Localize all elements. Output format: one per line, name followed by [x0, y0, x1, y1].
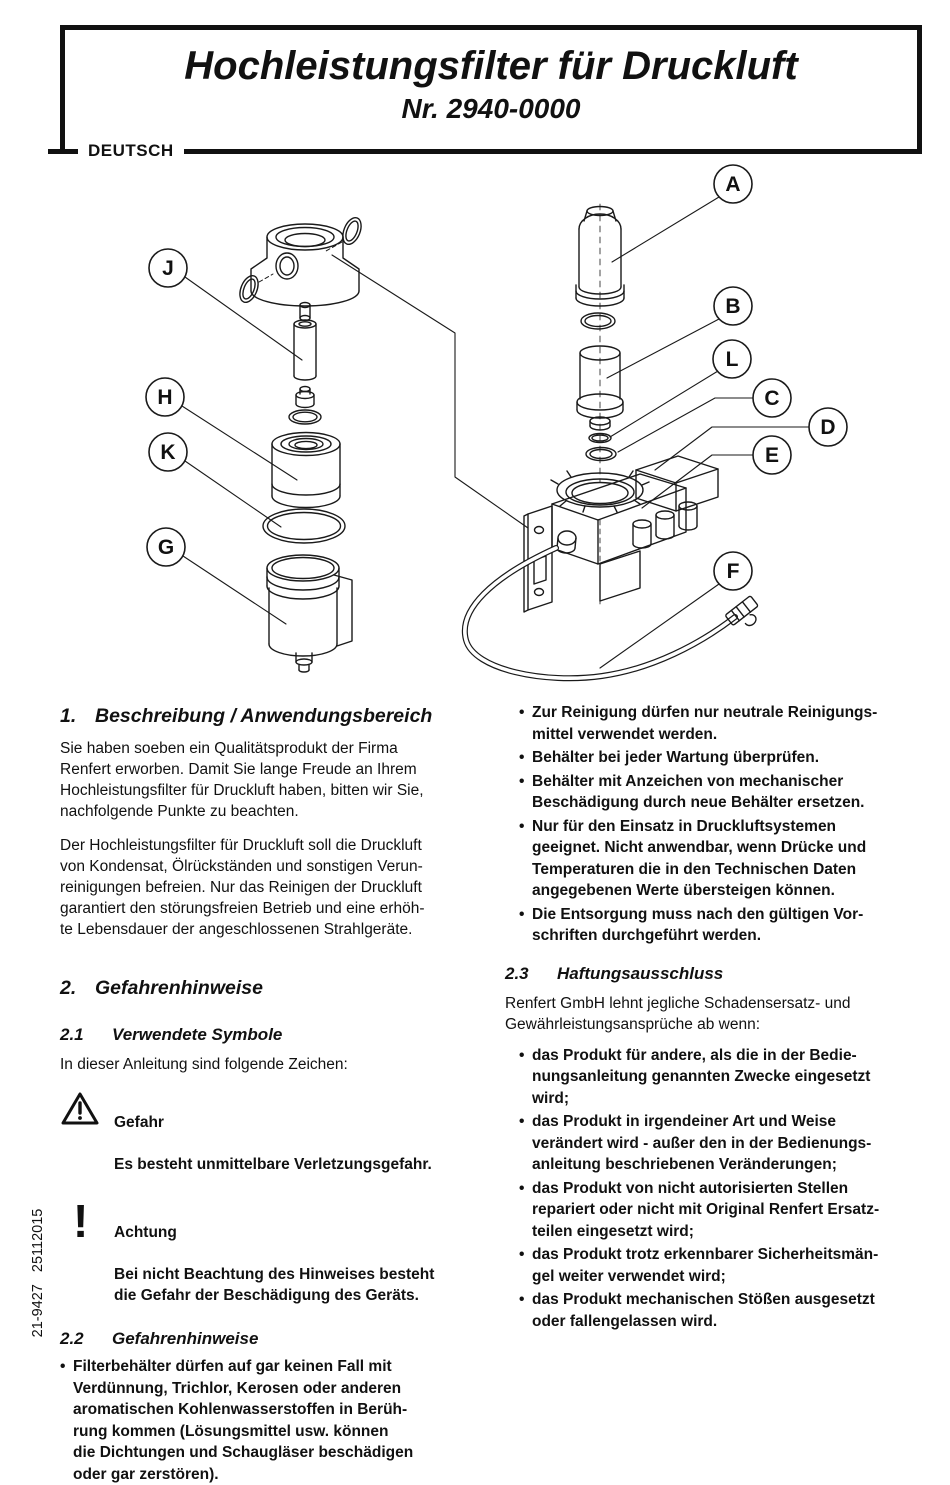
caution-title: Achtung — [114, 1224, 177, 1241]
caution-note-text: Achtung Bei nicht Beachtung des Hinweise… — [114, 1201, 434, 1306]
print-reference-code: 21-9427 25112015 — [30, 1208, 46, 1338]
list-item: das Produkt in irgendeiner Art und Weise… — [519, 1111, 937, 1176]
section-2-title: Gefahrenhinweise — [95, 977, 263, 999]
list-item: das Produkt von nicht autorisierten Stel… — [519, 1178, 937, 1243]
section-2-heading: 2. Gefahrenhinweise — [60, 976, 486, 1000]
document-title: Hochleistungsfilter für Druckluft — [184, 44, 798, 88]
callout-letter-a: A — [725, 173, 740, 196]
section-2-1-number: 2.1 — [60, 1025, 84, 1044]
callout-letter-g: G — [158, 536, 174, 559]
section-2-3-bullet-list: das Produkt für andere, als die in der B… — [519, 1045, 937, 1333]
right-column: Zur Reinigung dürfen nur neutrale Reinig… — [505, 700, 937, 1332]
cartridge-a — [575, 205, 625, 307]
section-2-1-heading: 2.1 Verwendete Symbole — [60, 1024, 486, 1046]
section-2-2-bullet-list: Filterbehälter dürfen auf gar keinen Fal… — [60, 1356, 486, 1485]
section-2-number: 2. — [60, 977, 77, 999]
list-item: Nur für den Einsatz in Druckluftsystemen… — [519, 816, 937, 902]
callout-letter-j: J — [162, 257, 174, 280]
danger-note-text: Gefahr Es besteht unmittelbare Verletzun… — [114, 1091, 432, 1175]
safety-notes-bullet-list: Zur Reinigung dürfen nur neutrale Reinig… — [519, 702, 937, 947]
collar-nut — [550, 470, 650, 513]
cartridge-b — [576, 345, 624, 431]
small-o-ring — [288, 409, 322, 425]
list-item: das Produkt mechanischen Stößen ausgeset… — [519, 1289, 937, 1332]
callout-letter-c: C — [764, 387, 779, 410]
callout-letter-e: E — [765, 444, 779, 467]
caution-note: ! Achtung Bei nicht Beachtung des Hinwei… — [60, 1195, 486, 1306]
callout-letter-l: L — [726, 348, 739, 371]
danger-title: Gefahr — [114, 1114, 164, 1131]
callout-letters: J H K G A B L C D E F — [157, 173, 835, 583]
section-1-number: 1. — [60, 705, 77, 727]
language-label: DEUTSCH — [78, 138, 184, 164]
callout-letter-h: H — [157, 386, 172, 409]
seal-ring-l — [588, 432, 612, 444]
section-2-3-title: Haftungsausschluss — [557, 963, 724, 983]
valve-piece — [295, 385, 315, 409]
hose-end-fitting — [725, 595, 759, 627]
section-2-3-number: 2.3 — [505, 963, 529, 983]
list-item: das Produkt für andere, als die in der B… — [519, 1045, 937, 1110]
callout-circles — [145, 164, 848, 591]
danger-note: Gefahr Es besteht unmittelbare Verletzun… — [60, 1091, 486, 1175]
exploded-view-diagram: J H K G A B L C D E F — [145, 164, 848, 682]
list-item: Filterbehälter dürfen auf gar keinen Fal… — [60, 1356, 486, 1485]
filter-bowl — [266, 554, 353, 673]
section-2-2-title: Gefahrenhinweise — [112, 1329, 259, 1348]
riser-tube — [293, 319, 317, 381]
section-1-title: Beschreibung / Anwendungsbereich — [95, 705, 433, 727]
callout-letter-f: F — [727, 560, 740, 583]
title-box: Hochleistungsfilter für Druckluft Nr. 29… — [60, 25, 922, 154]
callout-letter-b: B — [725, 295, 740, 318]
section-2-2-number: 2.2 — [60, 1329, 84, 1348]
section-2-1-intro: In dieser Anleitung sind folgende Zeiche… — [60, 1056, 348, 1073]
section-1-paragraph-2: Der Hochleistungsfilter für Druckluft so… — [60, 837, 425, 938]
section-2-3-heading: 2.3 Haftungsausschluss — [505, 963, 937, 985]
section-2-2-heading: 2.2 Gefahrenhinweise — [60, 1328, 486, 1350]
inlet-fitting — [556, 530, 577, 554]
manifold-block — [551, 455, 719, 605]
list-item: Die Entsorgung muss nach den gültigen Vo… — [519, 904, 937, 947]
callout-leaders — [181, 196, 810, 669]
caution-body: Bei nicht Beachtung des Hinweises besteh… — [114, 1266, 435, 1304]
list-item: das Produkt trotz erkennbarer Sicherheit… — [519, 1244, 937, 1287]
section-1-paragraph-1: Sie haben soeben ein Qualitätsprodukt de… — [60, 740, 424, 820]
filter-cartridge — [271, 431, 341, 509]
exclamation-icon: ! — [73, 1195, 89, 1247]
section-1-heading: 1. Beschreibung / Anwendungsbereich — [60, 704, 486, 728]
document-number: Nr. 2940-0000 — [401, 93, 581, 124]
air-hose — [461, 545, 738, 682]
bowl-o-ring — [262, 508, 346, 544]
assembly-position-leader — [331, 254, 529, 529]
title-box-bottom-rule — [48, 149, 922, 154]
left-column: 1. Beschreibung / Anwendungsbereich Sie … — [60, 700, 486, 1485]
warning-triangle-icon — [60, 1091, 100, 1175]
list-item: Behälter bei jeder Wartung überprüfen. — [519, 747, 937, 769]
cartridge-a-o-ring — [580, 312, 616, 330]
seal-ring-c — [585, 446, 617, 462]
section-2-3-intro: Renfert GmbH lehnt jegliche Schadensersa… — [505, 994, 851, 1033]
head-o-ring-seals — [239, 216, 362, 304]
section-2-1-title: Verwendete Symbole — [112, 1025, 283, 1044]
list-item: Behälter mit Anzeichen von mechanischer … — [519, 771, 937, 814]
danger-body: Es besteht unmittelbare Verletzungsgefah… — [114, 1156, 432, 1173]
list-item: Zur Reinigung dürfen nur neutrale Reinig… — [519, 702, 937, 745]
callout-letter-k: K — [160, 441, 175, 464]
callout-letter-d: D — [820, 416, 835, 439]
